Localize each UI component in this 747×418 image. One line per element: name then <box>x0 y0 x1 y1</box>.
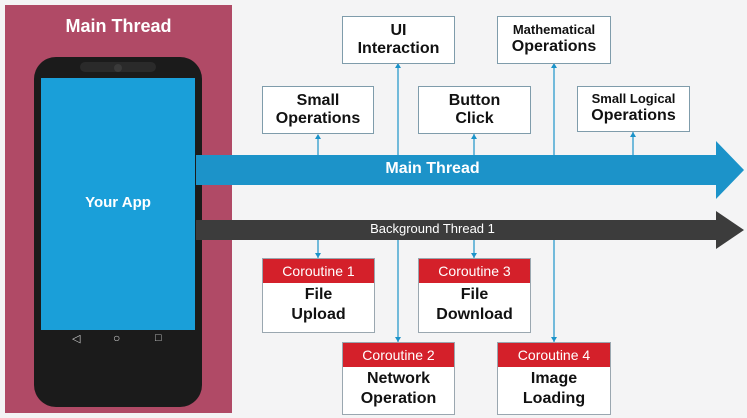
ui-interaction-box: UI Interaction <box>342 16 455 64</box>
small-logical-operations-box: Small Logical Operations <box>577 86 690 132</box>
coroutine-title: Coroutine 2 <box>343 343 454 367</box>
button-click-box: Button Click <box>418 86 531 134</box>
box-line: Mathematical <box>512 22 596 38</box>
background-thread-label: Background Thread 1 <box>370 221 495 236</box>
main-thread-arrow <box>196 141 744 199</box>
small-operations-box: Small Operations <box>262 86 374 134</box>
coroutine-title: Coroutine 4 <box>498 343 610 367</box>
box-line: Click <box>455 110 494 127</box>
box-line: Small <box>296 91 340 109</box>
coroutine-line: File <box>304 286 333 303</box>
box-line: Operations <box>591 107 676 125</box>
box-line: Operations <box>275 110 361 127</box>
camera-icon <box>114 64 122 72</box>
box-line: UI <box>390 21 407 39</box>
app-label: Your App <box>85 194 151 211</box>
coroutine-line: Network <box>366 370 431 387</box>
coroutine-title: Coroutine 1 <box>263 259 374 283</box>
coroutine-4-box: Coroutine 4 Image Loading <box>497 342 611 415</box>
box-line: Operations <box>511 38 597 56</box>
coroutine-2-box: Coroutine 2 Network Operation <box>342 342 455 415</box>
coroutine-line: File <box>460 286 489 303</box>
panel-title: Main Thread <box>65 16 172 36</box>
coroutine-line: Download <box>436 306 513 324</box>
home-nav-icon: ○ <box>113 331 121 345</box>
coroutine-1-box: Coroutine 1 File Upload <box>262 258 375 333</box>
coroutine-line: Loading <box>522 390 586 408</box>
phone-screen <box>41 78 195 330</box>
coroutine-3-box: Coroutine 3 File Download <box>418 258 531 333</box>
main-thread-label: Main Thread <box>385 160 480 177</box>
recent-apps-nav-icon: □ <box>155 332 162 344</box>
box-line: Interaction <box>357 40 440 57</box>
coroutine-line: Image <box>530 370 578 387</box>
box-line: Button <box>448 91 501 109</box>
coroutine-title: Coroutine 3 <box>419 259 530 283</box>
coroutine-line: Operation <box>360 390 437 408</box>
mathematical-operations-box: Mathematical Operations <box>497 16 611 64</box>
back-nav-icon: ◁ <box>72 333 81 345</box>
box-line: Small Logical <box>591 91 676 107</box>
background-thread-arrow <box>196 211 744 249</box>
coroutine-line: Upload <box>291 306 346 324</box>
